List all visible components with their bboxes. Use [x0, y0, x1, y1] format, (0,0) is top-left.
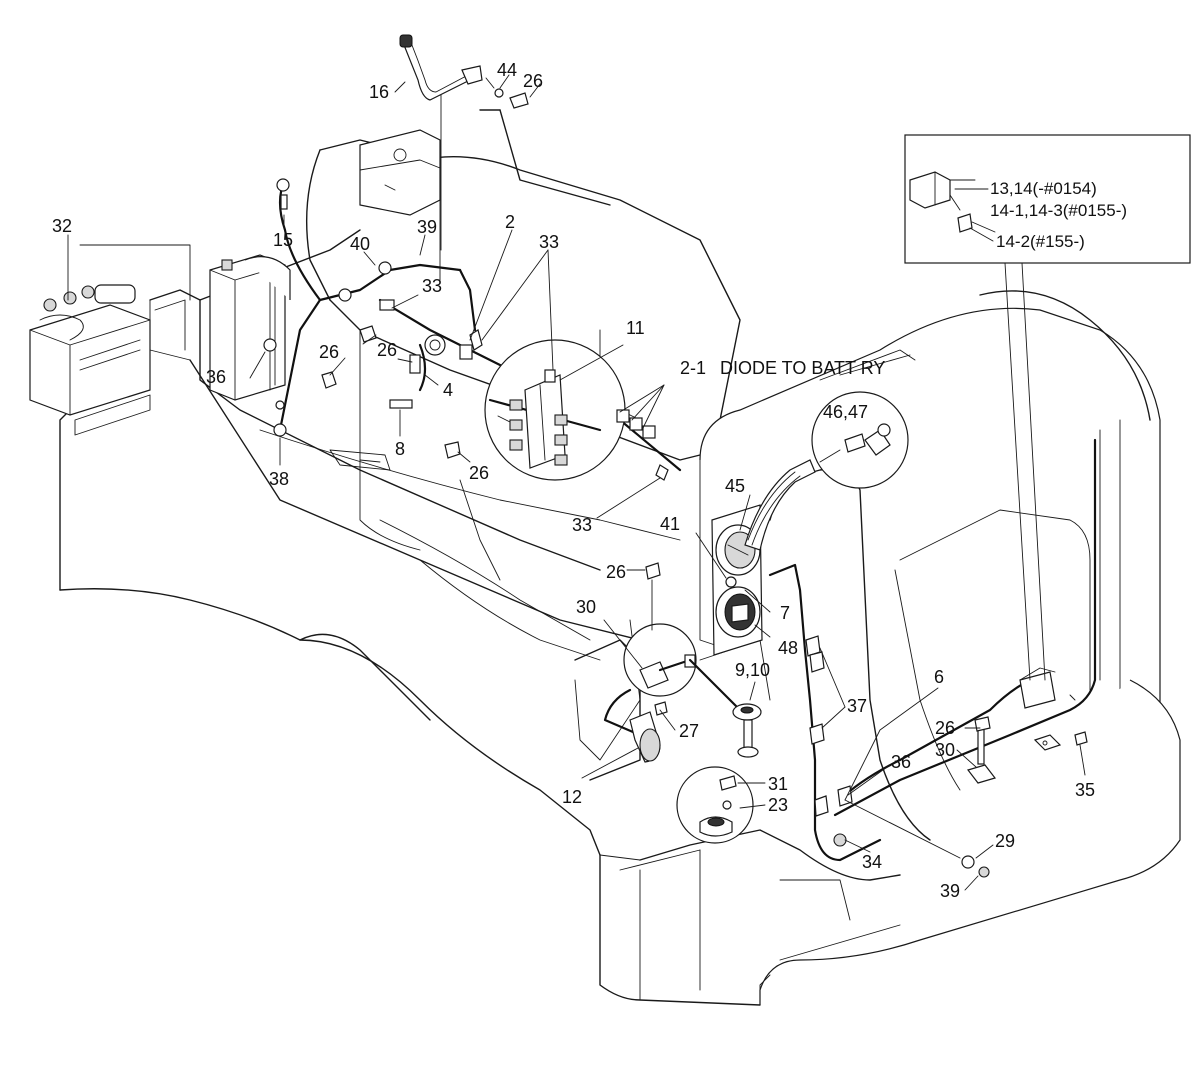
callout-36: 36	[891, 752, 911, 772]
callout-27: 27	[679, 721, 699, 741]
callout-26: 26	[606, 562, 626, 582]
callout-32: 32	[52, 216, 72, 236]
callout-36: 36	[206, 367, 226, 387]
callout-41: 41	[660, 514, 680, 534]
callout-39: 39	[940, 881, 960, 901]
callout-44: 44	[497, 60, 517, 80]
callout-23: 23	[768, 795, 788, 815]
callout-diode-note: DIODE TO BATT RY	[720, 358, 885, 378]
inset-labels: 13,14(-#0154) 14-1,14-3(#0155-) 14-2(#15…	[990, 179, 1127, 251]
callout-26: 26	[469, 463, 489, 483]
callout-33: 33	[422, 276, 442, 296]
callout-34: 34	[862, 852, 882, 872]
cap-detail	[676, 766, 754, 844]
inset-label-13-14: 13,14(-#0154)	[990, 179, 1097, 198]
callout-29: 29	[995, 831, 1015, 851]
callout-39: 39	[417, 217, 437, 237]
inset-box	[904, 134, 1191, 264]
callout-37: 37	[847, 696, 867, 716]
callout-30: 30	[935, 740, 955, 760]
sender-detail	[623, 562, 762, 758]
callout-4: 4	[443, 380, 453, 400]
leader-lines	[67, 74, 1086, 891]
callout-26: 26	[319, 342, 339, 362]
callout-26: 26	[935, 718, 955, 738]
washers	[961, 855, 990, 878]
callout-35: 35	[1075, 780, 1095, 800]
callout-7: 7	[780, 603, 790, 623]
controller-box	[209, 254, 291, 401]
flex-harness	[744, 391, 909, 551]
gauges	[711, 504, 763, 656]
relay-box-32	[29, 284, 151, 436]
callout-38: 38	[269, 469, 289, 489]
inset-label-14-1-14-3: 14-1,14-3(#0155-)	[990, 201, 1127, 220]
callout-33: 33	[572, 515, 592, 535]
callout-15: 15	[273, 230, 293, 250]
callout-9-10: 9,10	[735, 660, 770, 680]
callout-46-47: 46,47	[823, 402, 868, 422]
callout-8: 8	[395, 439, 405, 459]
callout-2-1: 2-1	[680, 358, 706, 378]
frame-outline	[59, 109, 741, 856]
harness-6	[768, 438, 1097, 862]
callout-33: 33	[539, 232, 559, 252]
callout-2: 2	[505, 212, 515, 232]
callout-31: 31	[768, 774, 788, 794]
callout-26: 26	[523, 71, 543, 91]
filler-neck-12	[603, 688, 668, 763]
connector-detail-11	[484, 339, 626, 481]
callout-26: 26	[377, 340, 397, 360]
callout-labels: 16 44 26 32 15 40 39 2 33 33 11 26 26 36…	[52, 60, 1095, 901]
inset-label-14-2: 14-2(#155-)	[996, 232, 1085, 251]
callout-45: 45	[725, 476, 745, 496]
callout-48: 48	[778, 638, 798, 658]
callout-30: 30	[576, 597, 596, 617]
callout-6: 6	[934, 667, 944, 687]
diodes-2-1	[616, 409, 656, 439]
callout-11: 11	[626, 318, 645, 338]
callout-16: 16	[369, 82, 389, 102]
callout-40: 40	[350, 234, 370, 254]
battery-cable-16	[399, 34, 529, 251]
callout-12: 12	[562, 787, 582, 807]
